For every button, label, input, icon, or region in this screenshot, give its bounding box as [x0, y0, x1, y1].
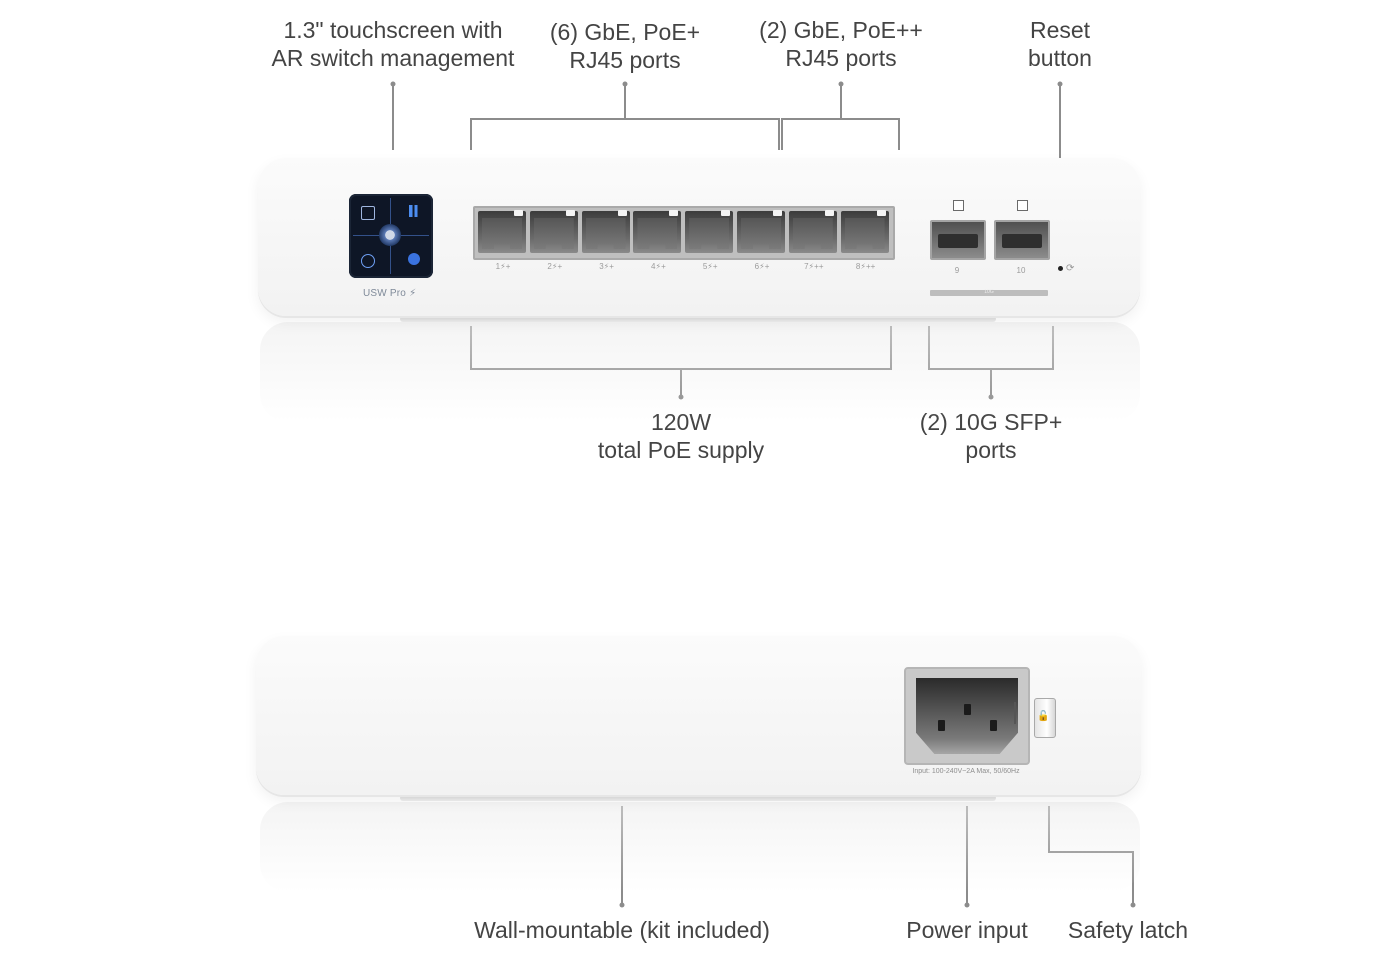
touchscreen-callout-line-2: AR switch management: [271, 45, 515, 71]
reset-icon: ⟳: [1066, 263, 1075, 274]
switch-rear-panel: Input: 100-240V~2A Max, 50/60Hz 🔓: [256, 636, 1141, 795]
rj45-jack: [637, 218, 678, 249]
rj45-jack: [844, 218, 885, 249]
rj45-led: [721, 210, 731, 216]
screen-stats-icon: [409, 205, 421, 217]
safety-latch-leader-dot: [1130, 902, 1136, 908]
power-pin-left: [938, 720, 945, 731]
rj45-port-number: 5⚡+: [702, 262, 718, 271]
sfp-callout: (2) 10G SFP+ ports: [901, 408, 1081, 464]
rj45-led: [617, 210, 627, 216]
touchscreen-callout-line-1: 1.3" touchscreen with: [283, 17, 503, 43]
rj45-jack: [792, 218, 833, 249]
rj45-port-number: 1⚡+: [495, 262, 511, 271]
sfp-callout-line-2: ports: [965, 437, 1017, 463]
touchscreen[interactable]: [349, 194, 433, 278]
rj45-jack: [585, 218, 626, 249]
power-input-leader-dot: [964, 902, 970, 908]
rj45-port-number: 8⚡++: [855, 262, 876, 271]
power-input-callout: Power input: [906, 917, 1028, 943]
poe-plus-callout: (6) GbE, PoE+ RJ45 ports: [535, 18, 715, 74]
sfp-speed-bar: [930, 290, 1048, 296]
safety-latch[interactable]: 🔓: [1034, 698, 1056, 738]
rj45-port-8[interactable]: [840, 210, 889, 253]
front-device-reflection: [260, 322, 1140, 422]
poe-plus-plus-callout-line-1: (2) GbE, PoE++: [759, 17, 923, 43]
poe-plus-plus-bracket: [781, 84, 900, 150]
reset-callout: Reset button: [1000, 16, 1120, 72]
rj45-port-number: 4⚡+: [651, 262, 666, 271]
rj45-port-block: [473, 206, 895, 260]
power-rating-label: Input: 100-240V~2A Max, 50/60Hz: [912, 768, 1020, 775]
rj45-led: [669, 210, 679, 216]
rj45-led: [773, 210, 782, 216]
rear-device-reflection: [260, 802, 1140, 892]
rj45-led: [824, 210, 834, 216]
rj45-jack: [741, 218, 781, 249]
rj45-jack: [689, 218, 730, 249]
power-socket-inset: [916, 678, 1018, 754]
sfp-port-10[interactable]: [994, 220, 1050, 260]
wall-mount-leader-dot: [619, 902, 625, 908]
poe-plus-callout-line-1: (6) GbE, PoE+: [549, 19, 701, 45]
safety-latch-callout: Safety latch: [1067, 917, 1189, 943]
sfp-port-9[interactable]: [930, 220, 986, 260]
rear-device-shadow: [400, 795, 996, 801]
reset-callout-line-2: button: [1028, 45, 1092, 71]
poe-plus-callout-line-2: RJ45 ports: [569, 47, 681, 73]
reset-button[interactable]: [1058, 266, 1063, 271]
poe-plus-bracket: [470, 84, 780, 150]
touchscreen-callout: 1.3" touchscreen with AR switch manageme…: [263, 16, 523, 72]
rj45-led: [876, 210, 886, 216]
rj45-port-3[interactable]: [581, 210, 630, 253]
reset-callout-line-1: Reset: [1029, 17, 1091, 43]
poe-plus-plus-callout-line-2: RJ45 ports: [785, 45, 897, 71]
rj45-jack: [533, 218, 574, 249]
rj45-port-number: 3⚡+: [599, 262, 614, 271]
rj45-led: [514, 210, 523, 216]
power-input-socket[interactable]: [904, 667, 1030, 765]
lock-icon: 🔓: [1037, 711, 1050, 722]
rj45-port-number: 6⚡+: [754, 262, 770, 271]
rj45-port-number: 7⚡++: [804, 262, 824, 271]
lightning-bolt-icon: ⚡: [409, 288, 417, 299]
sfp-port-number-10: 10: [1016, 266, 1026, 275]
screen-info-icon: [361, 254, 375, 268]
screen-status-icon: [408, 253, 420, 265]
rj45-port-1[interactable]: [478, 210, 526, 253]
rj45-port-4[interactable]: [633, 210, 682, 253]
rj45-port-2[interactable]: [529, 210, 578, 253]
rj45-port-6[interactable]: [737, 210, 785, 253]
sfp-port-number-9: 9: [954, 266, 960, 275]
poe-supply-callout-line-2: total PoE supply: [597, 437, 765, 463]
switch-front-panel: USW Pro ⚡ 1⚡+ 2⚡+ 3⚡+ 4⚡+ 5⚡+ 6⚡+ 7⚡++ 8⚡++ 9 1…: [258, 158, 1140, 316]
screen-center-ring-icon: [379, 224, 401, 246]
rj45-jack: [482, 218, 522, 249]
rj45-led: [565, 210, 575, 216]
model-name: USW Pro: [363, 288, 407, 299]
rj45-port-number: 2⚡+: [547, 262, 563, 271]
poe-plus-plus-callout: (2) GbE, PoE++ RJ45 ports: [746, 16, 936, 72]
front-device-shadow: [400, 316, 996, 322]
screen-window-icon: [361, 206, 375, 220]
model-label: USW Pro ⚡: [363, 288, 416, 299]
power-pin-right: [990, 720, 997, 731]
sfp-led-10: [1017, 200, 1028, 211]
sfp-speed-label: 10G: [984, 289, 994, 295]
sfp-slot: [1002, 234, 1042, 248]
rj45-port-7[interactable]: [788, 210, 837, 253]
sfp-slot: [938, 234, 978, 248]
rj45-port-5[interactable]: [685, 210, 734, 253]
sfp-led-9: [953, 200, 964, 211]
power-pin-center: [964, 704, 971, 715]
wall-mount-callout: Wall-mountable (kit included): [474, 917, 770, 943]
latch-guide: [1014, 702, 1016, 724]
